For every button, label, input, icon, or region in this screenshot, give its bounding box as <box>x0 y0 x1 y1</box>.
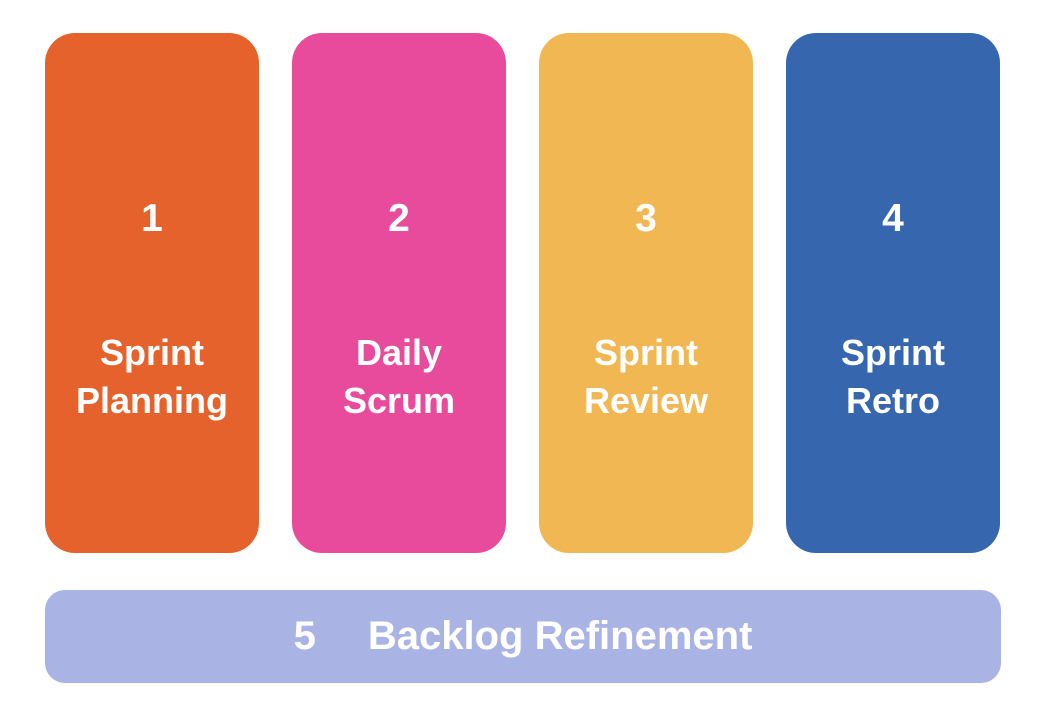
card-sprint-planning: 1 Sprint Planning <box>45 33 259 553</box>
card-number: 3 <box>635 197 657 240</box>
card-sprint-review: 3 Sprint Review <box>539 33 753 553</box>
event-cards-row: 1 Sprint Planning 2 Daily Scrum 3 Sprint… <box>45 33 1000 553</box>
card-number: 2 <box>388 197 410 240</box>
card-label: Sprint Retro <box>841 332 945 421</box>
card-label: Sprint Planning <box>76 332 228 421</box>
card-number: 4 <box>882 197 904 240</box>
card-sprint-retro: 4 Sprint Retro <box>786 33 1000 553</box>
card-label: Daily Scrum <box>342 332 456 421</box>
card-number: 1 <box>141 197 163 240</box>
bar-label: Backlog Refinement <box>367 614 753 658</box>
bar-number: 5 <box>293 614 316 658</box>
card-daily-scrum: 2 Daily Scrum <box>292 33 506 553</box>
bar-backlog-refinement: 5 Backlog Refinement <box>45 590 1001 683</box>
card-label: Sprint Review <box>583 332 709 421</box>
